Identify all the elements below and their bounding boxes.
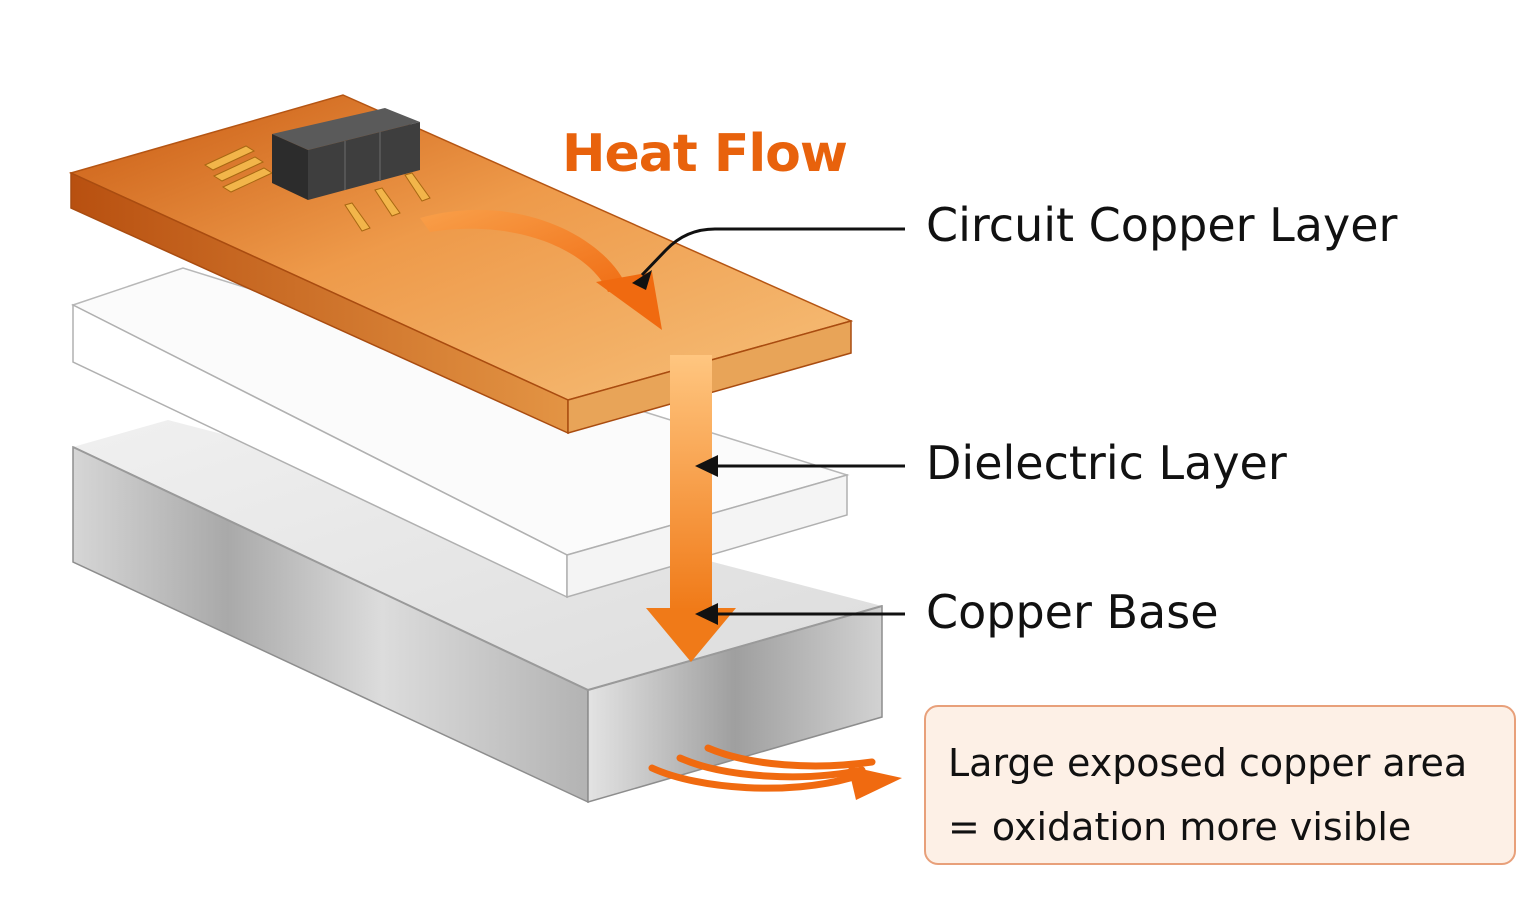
oxidation-note-box: Large exposed copper area = oxidation mo… [924,705,1516,865]
label-circuit-copper-layer: Circuit Copper Layer [926,198,1398,252]
heat-flow-title: Heat Flow [562,124,848,184]
note-line-2: = oxidation more visible [948,805,1412,849]
heat-dissipation-arrows [648,744,902,800]
note-line-1: Large exposed copper area [948,741,1468,785]
leader-lines [632,227,905,625]
chip-leads [203,145,431,232]
label-copper-base: Copper Base [926,585,1219,639]
label-dielectric-layer: Dielectric Layer [926,436,1287,490]
chip-component [203,108,431,232]
